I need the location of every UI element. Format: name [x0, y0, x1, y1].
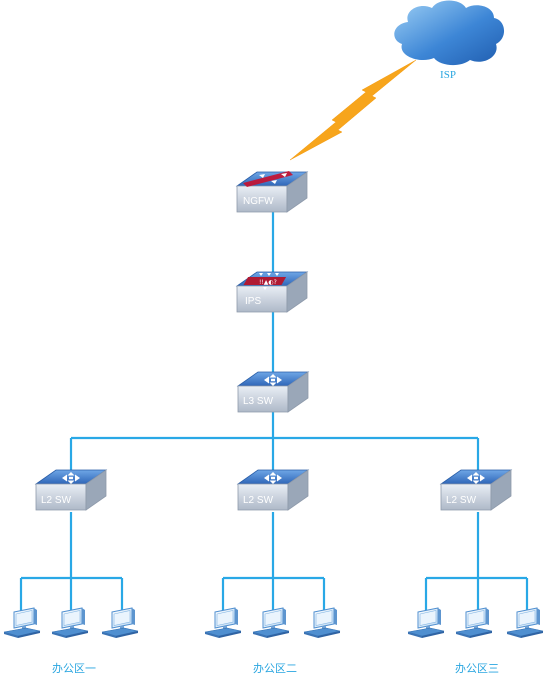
pc-icon [51, 607, 89, 639]
access-2-label: L2 SW [243, 495, 274, 506]
pc-icon [455, 607, 493, 639]
firewall-icon: NGFW [236, 171, 308, 213]
l3-switch-icon: L3 SW [237, 371, 309, 413]
ips-panel: !!▲◐? [259, 279, 277, 286]
office-1-label: 办公区一 [52, 662, 96, 675]
ips-label: IPS [245, 296, 261, 307]
core-label: L3 SW [243, 396, 274, 407]
cloud-label: ISP [440, 69, 456, 81]
office-3-label: 办公区三 [455, 662, 499, 675]
pc-icon [101, 607, 139, 639]
ips-icon: !!▲◐? IPS [236, 271, 308, 313]
l2-switch-icon: L2 SW [440, 469, 512, 511]
pc-icon [252, 607, 290, 639]
l2-switch-icon: L2 SW [35, 469, 107, 511]
pc-icon [204, 607, 242, 639]
access-3-label: L2 SW [446, 495, 477, 506]
links [19, 212, 529, 614]
office-2-label: 办公区二 [253, 662, 297, 675]
ngfw-label: NGFW [243, 196, 274, 207]
pc-icon [3, 607, 41, 639]
pc-icon [407, 607, 445, 639]
pc-icon [506, 607, 544, 639]
wan-link [289, 59, 417, 161]
l2-switch-icon: L2 SW [237, 469, 309, 511]
access-1-label: L2 SW [41, 495, 72, 506]
cloud-icon [394, 0, 505, 66]
pc-icon [303, 607, 341, 639]
